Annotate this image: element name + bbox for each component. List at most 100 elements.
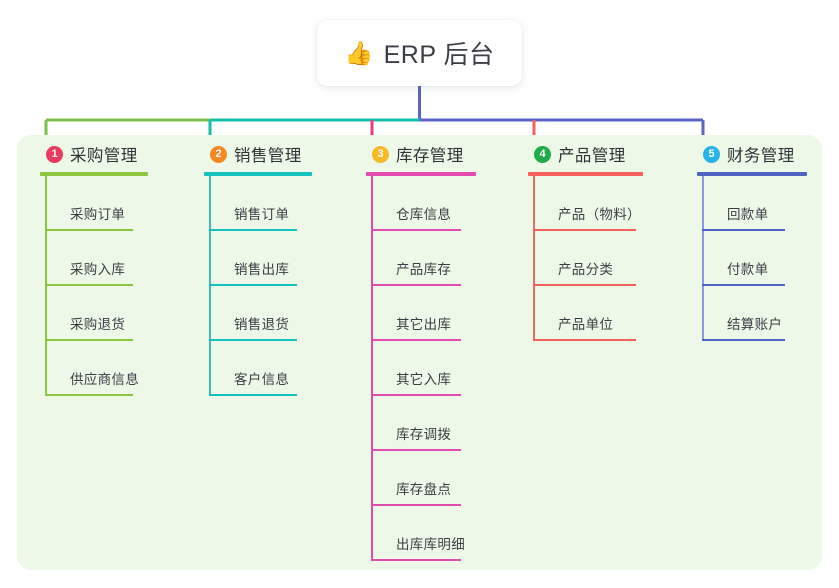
branch-stem-2	[209, 176, 211, 396]
branch-stem-3	[371, 176, 373, 561]
leaf-item-rule	[371, 449, 461, 451]
branch-badge-4: 4	[534, 145, 551, 163]
leaf-item-label: 销售退货	[234, 317, 290, 332]
leaf-item-label: 产品库存	[396, 262, 452, 277]
branch-header-5[interactable]: 5 财务管理	[697, 141, 807, 167]
branch-items-1: 采购订单采购入库采购退货供应商信息	[40, 176, 148, 396]
leaf-item[interactable]: 销售退货	[204, 286, 312, 341]
leaf-item-rule	[371, 339, 461, 341]
branch-rule-2	[204, 172, 312, 176]
leaf-item-rule	[45, 229, 133, 231]
leaf-item-rule	[45, 284, 133, 286]
leaf-item[interactable]: 仓库信息	[366, 176, 476, 231]
branch-badge-5: 5	[703, 145, 720, 163]
leaf-item-rule	[371, 284, 461, 286]
leaf-item-label: 库存调拨	[396, 427, 452, 442]
leaf-item[interactable]: 客户信息	[204, 341, 312, 396]
branch-rule-1	[40, 172, 148, 176]
root-node-label: 👍 ERP 后台	[344, 35, 494, 71]
leaf-item-label: 仓库信息	[396, 207, 452, 222]
leaf-item-rule	[45, 394, 133, 396]
leaf-item-label: 库存盘点	[396, 482, 452, 497]
leaf-item-label: 产品分类	[558, 262, 614, 277]
leaf-item-label: 采购入库	[70, 262, 126, 277]
leaf-item-label: 产品单位	[558, 317, 614, 332]
leaf-item[interactable]: 结算账户	[697, 286, 807, 341]
leaf-item[interactable]: 采购退货	[40, 286, 148, 341]
leaf-item[interactable]: 采购订单	[40, 176, 148, 231]
leaf-item-rule	[702, 229, 785, 231]
branch-badge-1: 1	[46, 145, 63, 163]
leaf-item-label: 其它入库	[396, 372, 452, 387]
branch-items-2: 销售订单销售出库销售退货客户信息	[204, 176, 312, 396]
leaf-item-rule	[209, 394, 297, 396]
leaf-item[interactable]: 其它出库	[366, 286, 476, 341]
leaf-item-rule	[209, 229, 297, 231]
leaf-item[interactable]: 供应商信息	[40, 341, 148, 396]
leaf-item-label: 采购退货	[70, 317, 126, 332]
leaf-item-label: 结算账户	[727, 317, 783, 332]
root-node[interactable]: 👍 ERP 后台	[317, 20, 522, 86]
leaf-item-rule	[371, 394, 461, 396]
branch-header-3[interactable]: 3 库存管理	[366, 141, 476, 167]
branch-header-4[interactable]: 4 产品管理	[528, 141, 643, 167]
branch-column-3: 3 库存管理仓库信息产品库存其它出库其它入库库存调拨库存盘点出库库明细	[366, 141, 476, 561]
branch-rule-3	[366, 172, 476, 176]
leaf-item[interactable]: 其它入库	[366, 341, 476, 396]
leaf-item-label: 出库库明细	[396, 537, 465, 552]
leaf-item[interactable]: 出库库明细	[366, 506, 476, 561]
leaf-item-rule	[371, 559, 461, 561]
root-node-title: ERP 后台	[383, 41, 495, 69]
leaf-item-label: 付款单	[727, 262, 769, 277]
branch-title-1: 采购管理	[70, 147, 138, 165]
branch-title-5: 财务管理	[727, 147, 795, 165]
leaf-item-label: 回款单	[727, 207, 769, 222]
branch-stem-5	[702, 176, 704, 341]
branch-stem-1	[45, 176, 47, 396]
branch-column-5: 5 财务管理回款单付款单结算账户	[697, 141, 807, 341]
branch-stem-4	[533, 176, 535, 341]
branch-column-1: 1 采购管理采购订单采购入库采购退货供应商信息	[40, 141, 148, 396]
leaf-item-rule	[533, 284, 636, 286]
leaf-item-rule	[533, 339, 636, 341]
leaf-item-label: 客户信息	[234, 372, 290, 387]
leaf-item[interactable]: 采购入库	[40, 231, 148, 286]
branch-badge-3: 3	[372, 145, 389, 163]
leaf-item[interactable]: 产品分类	[528, 231, 643, 286]
leaf-item-rule	[45, 339, 133, 341]
leaf-item-rule	[371, 229, 461, 231]
leaf-item[interactable]: 销售出库	[204, 231, 312, 286]
leaf-item-label: 销售出库	[234, 262, 290, 277]
thumbs-up-icon: 👍	[344, 39, 374, 66]
leaf-item-rule	[209, 339, 297, 341]
leaf-item-rule	[371, 504, 461, 506]
branch-header-1[interactable]: 1 采购管理	[40, 141, 148, 167]
branch-items-3: 仓库信息产品库存其它出库其它入库库存调拨库存盘点出库库明细	[366, 176, 476, 561]
leaf-item[interactable]: 付款单	[697, 231, 807, 286]
branch-title-4: 产品管理	[558, 147, 626, 165]
leaf-item[interactable]: 产品库存	[366, 231, 476, 286]
leaf-item[interactable]: 产品单位	[528, 286, 643, 341]
branch-rule-4	[528, 172, 643, 176]
branch-column-4: 4 产品管理产品（物料） 产品分类产品单位	[528, 141, 643, 341]
leaf-item[interactable]: 库存调拨	[366, 396, 476, 451]
branch-header-2[interactable]: 2 销售管理	[204, 141, 312, 167]
branch-items-4: 产品（物料） 产品分类产品单位	[528, 176, 643, 341]
leaf-item-label: 其它出库	[396, 317, 452, 332]
leaf-item[interactable]: 库存盘点	[366, 451, 476, 506]
leaf-item-rule	[533, 229, 636, 231]
leaf-item[interactable]: 销售订单	[204, 176, 312, 231]
branch-rule-5	[697, 172, 807, 176]
branch-badge-2: 2	[210, 145, 227, 163]
branch-title-2: 销售管理	[234, 147, 302, 165]
leaf-item-label: 销售订单	[234, 207, 290, 222]
leaf-item-rule	[702, 284, 785, 286]
branches-panel	[17, 135, 822, 570]
branch-items-5: 回款单付款单结算账户	[697, 176, 807, 341]
leaf-item[interactable]: 回款单	[697, 176, 807, 231]
leaf-item[interactable]: 产品（物料）	[528, 176, 643, 231]
branch-title-3: 库存管理	[396, 147, 464, 165]
leaf-item-rule	[209, 284, 297, 286]
leaf-item-label: 产品（物料）	[558, 207, 641, 222]
leaf-item-label: 供应商信息	[70, 372, 139, 387]
